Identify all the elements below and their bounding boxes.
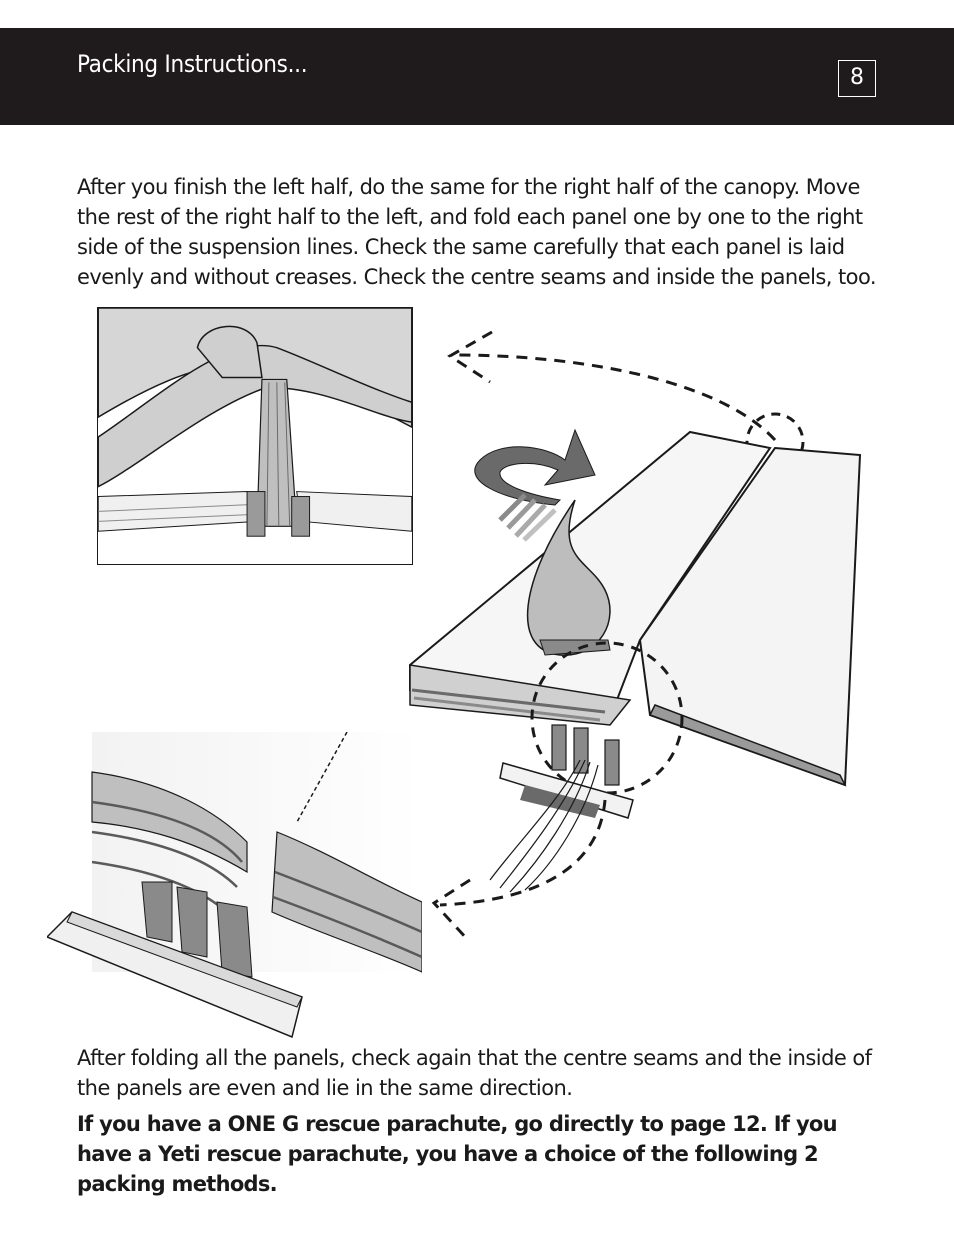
hand-holding-panel-inset <box>97 307 413 565</box>
instruction-paragraph-3-bold: If you have a ONE G rescue parachute, go… <box>77 1112 838 1196</box>
lines-separator-closeup-inset <box>47 732 422 1039</box>
page-number-badge: 8 <box>838 60 876 97</box>
header-bar <box>0 28 954 125</box>
canopy-folding-illustration <box>409 330 862 942</box>
page-title: Packing Instructions... <box>77 50 308 78</box>
instruction-paragraph-1: After you finish the left half, do the s… <box>77 175 877 289</box>
instruction-paragraph-2: After folding all the panels, check agai… <box>77 1046 872 1100</box>
